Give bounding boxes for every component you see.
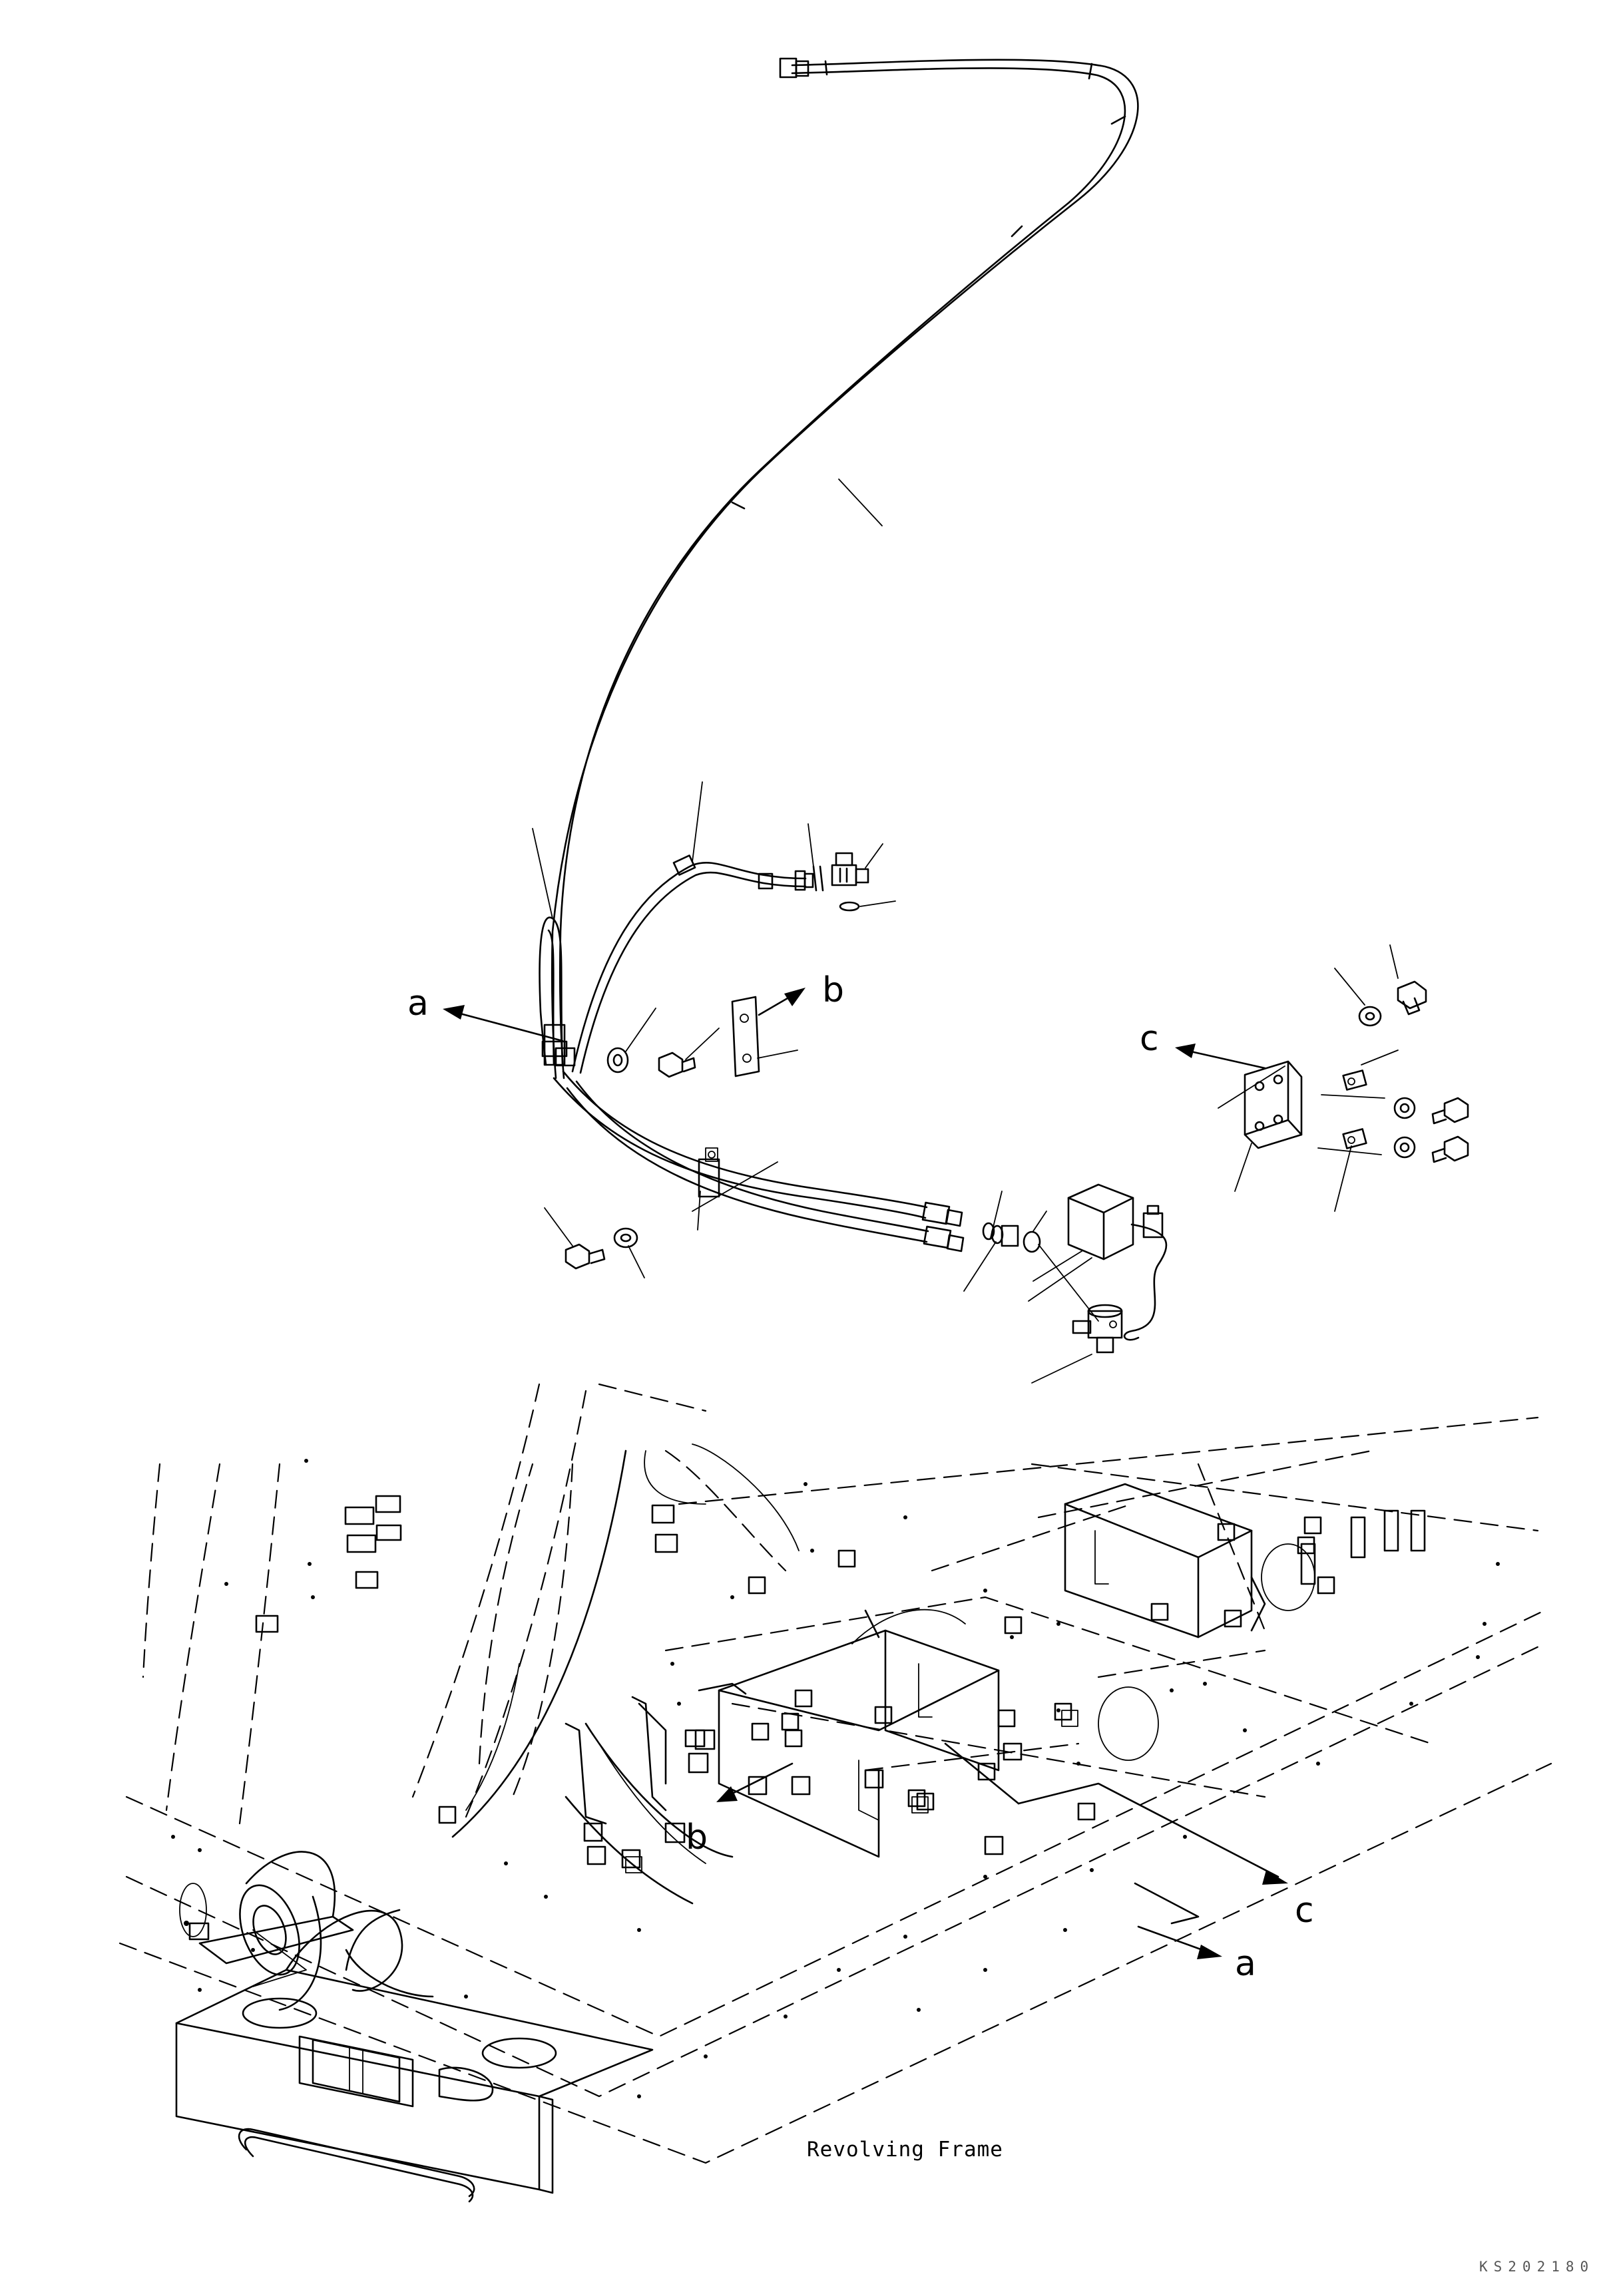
drawing-code: KS202180 [1479, 2259, 1594, 2275]
callout-b-bottom: b [686, 1818, 708, 1857]
plate-b [731, 996, 798, 1077]
frame-rivets [171, 1459, 1500, 2098]
callout-a-top: a [407, 984, 429, 1024]
adapter-and-orings [963, 1191, 1047, 1292]
bracket-clips [1317, 1050, 1399, 1212]
pressure-switch-box [1028, 1183, 1168, 1341]
revolving-frame [118, 1383, 1552, 2203]
sensor [1031, 1244, 1123, 1384]
leader-arrows-top [443, 988, 1266, 1069]
long-hose [551, 57, 1139, 1079]
looped-hose [532, 828, 568, 1066]
caption-revolving-frame: Revolving Frame [807, 2138, 1003, 2162]
callout-c-top: c [1140, 1019, 1159, 1059]
callout-b-top: b [822, 970, 844, 1010]
tee-branch-hose [571, 781, 814, 1074]
parallel-hoses [553, 1070, 965, 1252]
bracket-c [1218, 1060, 1303, 1192]
leader-arrows-bottom [716, 1742, 1288, 1959]
hose-clamps [555, 1047, 778, 1231]
callout-a-bottom: a [1235, 1944, 1256, 1984]
bolts [544, 944, 1469, 1270]
callout-c-bottom: c [1295, 1891, 1314, 1931]
tee-fitting [807, 823, 896, 912]
washers [606, 968, 1416, 1278]
